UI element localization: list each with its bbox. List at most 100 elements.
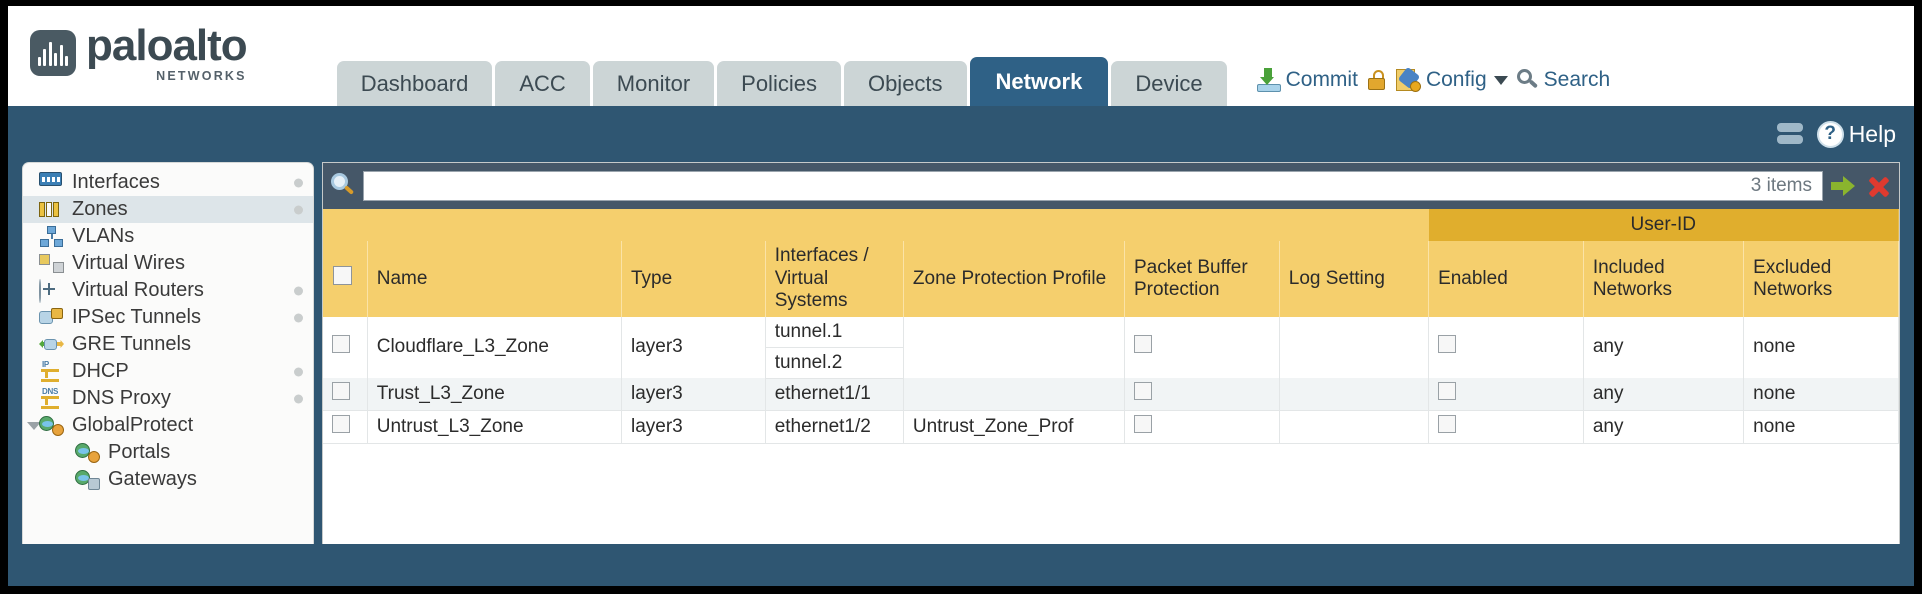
refresh-icon[interactable]	[1775, 121, 1805, 147]
row-checkbox[interactable]	[332, 415, 350, 434]
cell-interface: ethernet1/2	[765, 410, 904, 445]
sidebar-item-gre-tunnels[interactable]: GRE Tunnels	[23, 331, 313, 358]
cell-userid-enabled[interactable]	[1428, 410, 1584, 445]
col-header-zone-protection-profile[interactable]: Zone Protection Profile	[903, 241, 1125, 317]
col-header-excluded-networks[interactable]: Excluded Networks	[1743, 241, 1899, 317]
select-all-header[interactable]	[323, 241, 368, 317]
sidebar-status-dot	[294, 313, 303, 322]
commit-label: Commit	[1285, 68, 1358, 91]
col-header-log-setting[interactable]: Log Setting	[1279, 241, 1430, 317]
utility-bar: ? Help	[8, 106, 1914, 162]
cell-zone-protection-profile	[903, 378, 1125, 412]
expand-collapse-caret-icon[interactable]	[27, 421, 41, 430]
sidebar-label: Virtual Wires	[72, 252, 185, 274]
sidebar-nav: Interfaces Zones VLANs Vir	[22, 162, 314, 544]
sidebar-label: Zones	[72, 198, 128, 220]
table-subrow[interactable]: tunnel.2	[323, 347, 1899, 379]
config-lock-button[interactable]	[1367, 68, 1387, 92]
packet-buffer-protection-checkbox[interactable]	[1133, 335, 1152, 354]
virtual-wires-icon	[39, 253, 64, 274]
sidebar-item-virtual-wires[interactable]: Virtual Wires	[23, 250, 313, 277]
cell-zone-name[interactable]: Trust_L3_Zone	[367, 378, 622, 412]
table-row[interactable]: Cloudflare_L3_Zone layer3 tunnel.1 any n…	[323, 316, 1899, 379]
search-icon[interactable]	[329, 172, 357, 200]
zones-icon	[39, 199, 64, 220]
col-header-name[interactable]: Name	[367, 241, 622, 317]
cell-excluded-networks: none	[1743, 378, 1899, 412]
group-header-userid: User-ID	[1428, 209, 1899, 242]
help-label: Help	[1848, 120, 1896, 147]
filter-toolbar: 3 items	[323, 163, 1899, 209]
packet-buffer-protection-checkbox[interactable]	[1133, 415, 1152, 434]
cell-excluded-networks: none	[1743, 410, 1899, 445]
globalprotect-icon	[39, 415, 64, 436]
sidebar-item-zones[interactable]: Zones	[23, 196, 313, 223]
search-label: Search	[1543, 68, 1611, 91]
global-search-button[interactable]: Search	[1516, 68, 1611, 92]
tab-monitor[interactable]: Monitor	[592, 60, 715, 106]
sidebar-label: Portals	[108, 441, 171, 463]
table-body: Cloudflare_L3_Zone layer3 tunnel.1 any n…	[323, 316, 1899, 445]
row-checkbox-cell[interactable]	[323, 378, 368, 412]
tab-device[interactable]: Device	[1111, 60, 1227, 106]
packet-buffer-protection-checkbox[interactable]	[1133, 382, 1152, 401]
sidebar-item-ipsec-tunnels[interactable]: IPSec Tunnels	[23, 304, 313, 331]
col-header-interfaces[interactable]: Interfaces / Virtual Systems	[765, 241, 904, 317]
cell-packet-buffer-protection[interactable]	[1124, 410, 1280, 445]
cell-userid-enabled[interactable]	[1428, 378, 1584, 412]
cell-packet-buffer-protection[interactable]	[1124, 316, 1280, 379]
row-checkbox-cell[interactable]	[323, 316, 368, 379]
userid-enabled-checkbox[interactable]	[1438, 382, 1457, 401]
col-header-included-networks[interactable]: Included Networks	[1583, 241, 1745, 317]
col-header-type[interactable]: Type	[621, 241, 766, 317]
vlans-icon	[39, 226, 64, 247]
cell-zone-name[interactable]: Untrust_L3_Zone	[367, 410, 622, 445]
tab-dashboard[interactable]: Dashboard	[336, 60, 493, 106]
table-row[interactable]: Untrust_L3_Zone layer3 ethernet1/2 Untru…	[323, 410, 1899, 445]
header-actions: Commit Config Search	[1256, 66, 1611, 106]
search-input-wrapper[interactable]: 3 items	[363, 171, 1823, 201]
config-wrench-icon	[1395, 66, 1421, 92]
cell-interface: ethernet1/1	[765, 378, 904, 412]
commit-button[interactable]: Commit	[1256, 68, 1358, 92]
column-header-row: Name Type Interfaces / Virtual Systems Z…	[323, 241, 1899, 317]
sidebar-item-interfaces[interactable]: Interfaces	[23, 169, 313, 196]
config-menu-button[interactable]: Config	[1395, 66, 1508, 92]
lock-icon	[1367, 68, 1387, 92]
userid-enabled-checkbox[interactable]	[1438, 415, 1457, 434]
cell-userid-enabled[interactable]	[1428, 316, 1584, 379]
sidebar-label: GRE Tunnels	[72, 333, 191, 355]
tab-network[interactable]: Network	[969, 56, 1109, 106]
cell-packet-buffer-protection[interactable]	[1124, 378, 1280, 412]
tab-acc[interactable]: ACC	[495, 60, 590, 106]
sidebar-item-dns-proxy[interactable]: DNS DNS Proxy	[23, 385, 313, 412]
row-checkbox-cell[interactable]	[323, 410, 368, 445]
help-button[interactable]: ? Help	[1816, 120, 1896, 148]
sidebar-label: IPSec Tunnels	[72, 306, 201, 328]
cell-included-networks: any	[1583, 316, 1745, 379]
cell-interface: tunnel.1	[765, 316, 904, 348]
clear-filter-icon[interactable]	[1865, 172, 1893, 200]
row-checkbox[interactable]	[332, 382, 350, 401]
sidebar-item-globalprotect[interactable]: GlobalProtect	[23, 412, 313, 439]
row-checkbox[interactable]	[332, 335, 350, 354]
cell-zone-name[interactable]: Cloudflare_L3_Zone	[367, 316, 622, 379]
col-header-userid-enabled[interactable]: Enabled	[1428, 241, 1584, 317]
select-all-checkbox[interactable]	[333, 266, 352, 286]
cell-included-networks: any	[1583, 410, 1745, 445]
sidebar-item-vlans[interactable]: VLANs	[23, 223, 313, 250]
dns-proxy-icon: DNS	[39, 387, 64, 409]
commit-download-icon	[1256, 68, 1281, 92]
userid-enabled-checkbox[interactable]	[1438, 335, 1457, 354]
tab-objects[interactable]: Objects	[843, 60, 967, 106]
tab-policies[interactable]: Policies	[717, 60, 841, 106]
apply-filter-icon[interactable]	[1829, 172, 1859, 200]
brand-logo[interactable]: paloalto NETWORKS	[8, 23, 248, 107]
col-header-packet-buffer-protection[interactable]: Packet Buffer Protection	[1124, 241, 1280, 317]
ipsec-tunnels-icon	[39, 307, 64, 328]
sidebar-item-dhcp[interactable]: IP DHCP	[23, 358, 313, 385]
sidebar-item-gateways[interactable]: Gateways	[23, 466, 313, 493]
sidebar-item-portals[interactable]: Portals	[23, 439, 313, 466]
sidebar-item-virtual-routers[interactable]: Virtual Routers	[23, 277, 313, 304]
table-row[interactable]: Trust_L3_Zone layer3 ethernet1/1 any non…	[323, 378, 1899, 412]
